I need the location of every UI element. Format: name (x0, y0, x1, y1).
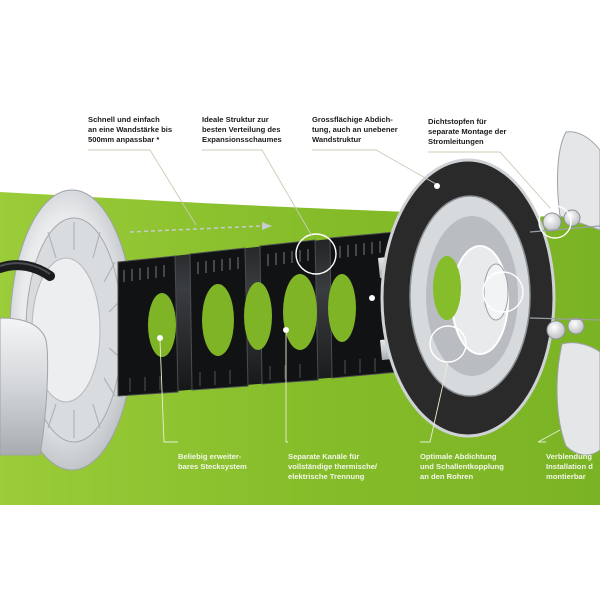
leader-lines (88, 149, 561, 443)
callout-sealing: Grossflächige Abdich- tung, auch an uneb… (312, 115, 398, 144)
callout-channels: Separate Kanäle für vollständige thermis… (288, 452, 378, 481)
bottom-white (0, 505, 600, 600)
left-flange (0, 189, 135, 471)
sealing-gasket (380, 158, 556, 438)
callout-markers (295, 205, 572, 363)
right-cover (529, 131, 600, 456)
callout-structure: Ideale Struktur zur besten Verteilung de… (202, 115, 282, 144)
callout-decoupling: Optimale Abdichtung und Schallentkopplun… (420, 452, 504, 481)
callout-expandable: Beliebig erweiter- bares Stecksystem (178, 452, 247, 471)
callout-dots (157, 183, 440, 341)
callout-adjustable: Schnell und einfach an eine Wandstärke b… (88, 115, 173, 144)
callout-plugs: Dichtstopfen für separate Montage der St… (428, 117, 507, 146)
callout-cover: Verblendung Installation d montierbar (546, 452, 593, 481)
